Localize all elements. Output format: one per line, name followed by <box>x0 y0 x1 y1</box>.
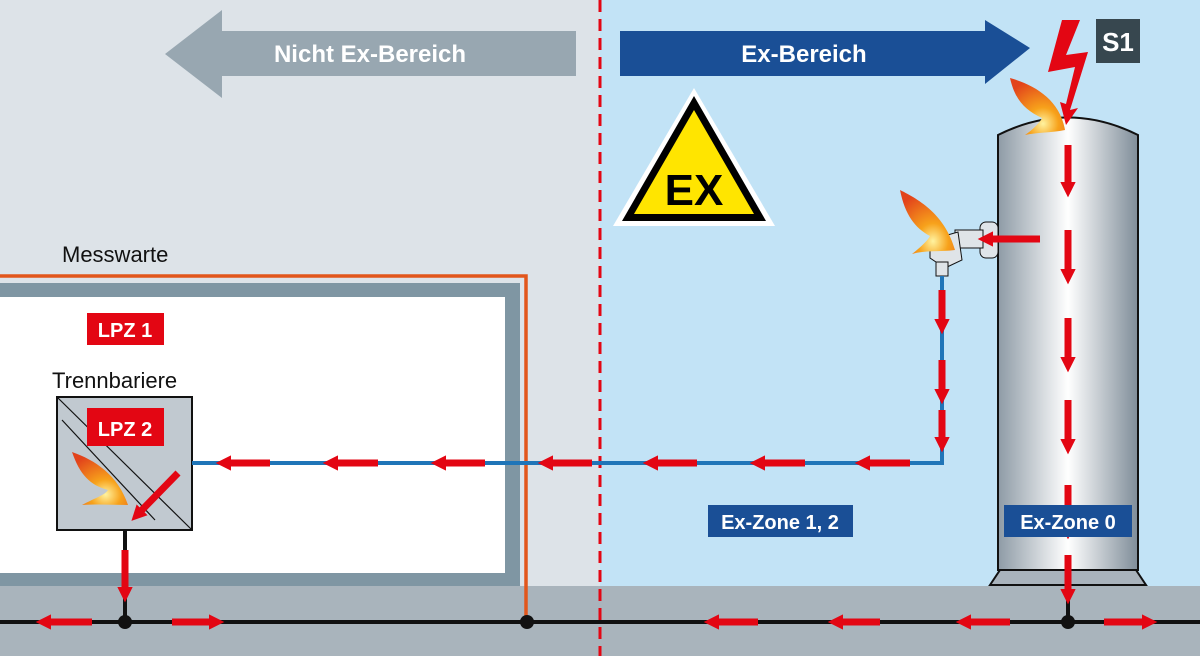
s1-badge <box>1096 19 1140 63</box>
isolator-box: LPZ 2 <box>56 396 193 531</box>
ex-label: Ex-Bereich <box>741 41 866 68</box>
zone0-badge <box>1004 505 1132 537</box>
shield-line <box>0 274 528 622</box>
fire-icon <box>72 452 128 505</box>
s1-label: S1 <box>1102 27 1134 57</box>
svg-text:LPZ 1: LPZ 1 <box>98 320 152 342</box>
svg-text:EX: EX <box>665 166 724 215</box>
lpz1-badge <box>87 313 164 345</box>
lightning-bolt-icon <box>1048 20 1088 125</box>
fire-icon <box>1010 78 1065 135</box>
zone12-badge <box>708 505 853 537</box>
ex-arrow: Ex-Bereich <box>620 20 1030 84</box>
ground-node <box>118 615 132 629</box>
svg-text:LPZ 2: LPZ 2 <box>98 419 152 441</box>
non-ex-arrow: Nicht Ex-Bereich <box>165 10 576 98</box>
control-room-label: Messwarte <box>62 242 168 267</box>
svg-text:Ex-Zone 0: Ex-Zone 0 <box>1020 512 1116 534</box>
non-ex-label: Nicht Ex-Bereich <box>274 41 466 68</box>
svg-text:Ex-Zone 1, 2: Ex-Zone 1, 2 <box>721 512 839 534</box>
cable-arrows <box>215 290 950 471</box>
isolator-label: Trennbariere <box>52 368 177 393</box>
ex-warning-icon: EX <box>613 88 775 226</box>
fire-icon <box>900 190 955 254</box>
ground-node <box>520 615 534 629</box>
